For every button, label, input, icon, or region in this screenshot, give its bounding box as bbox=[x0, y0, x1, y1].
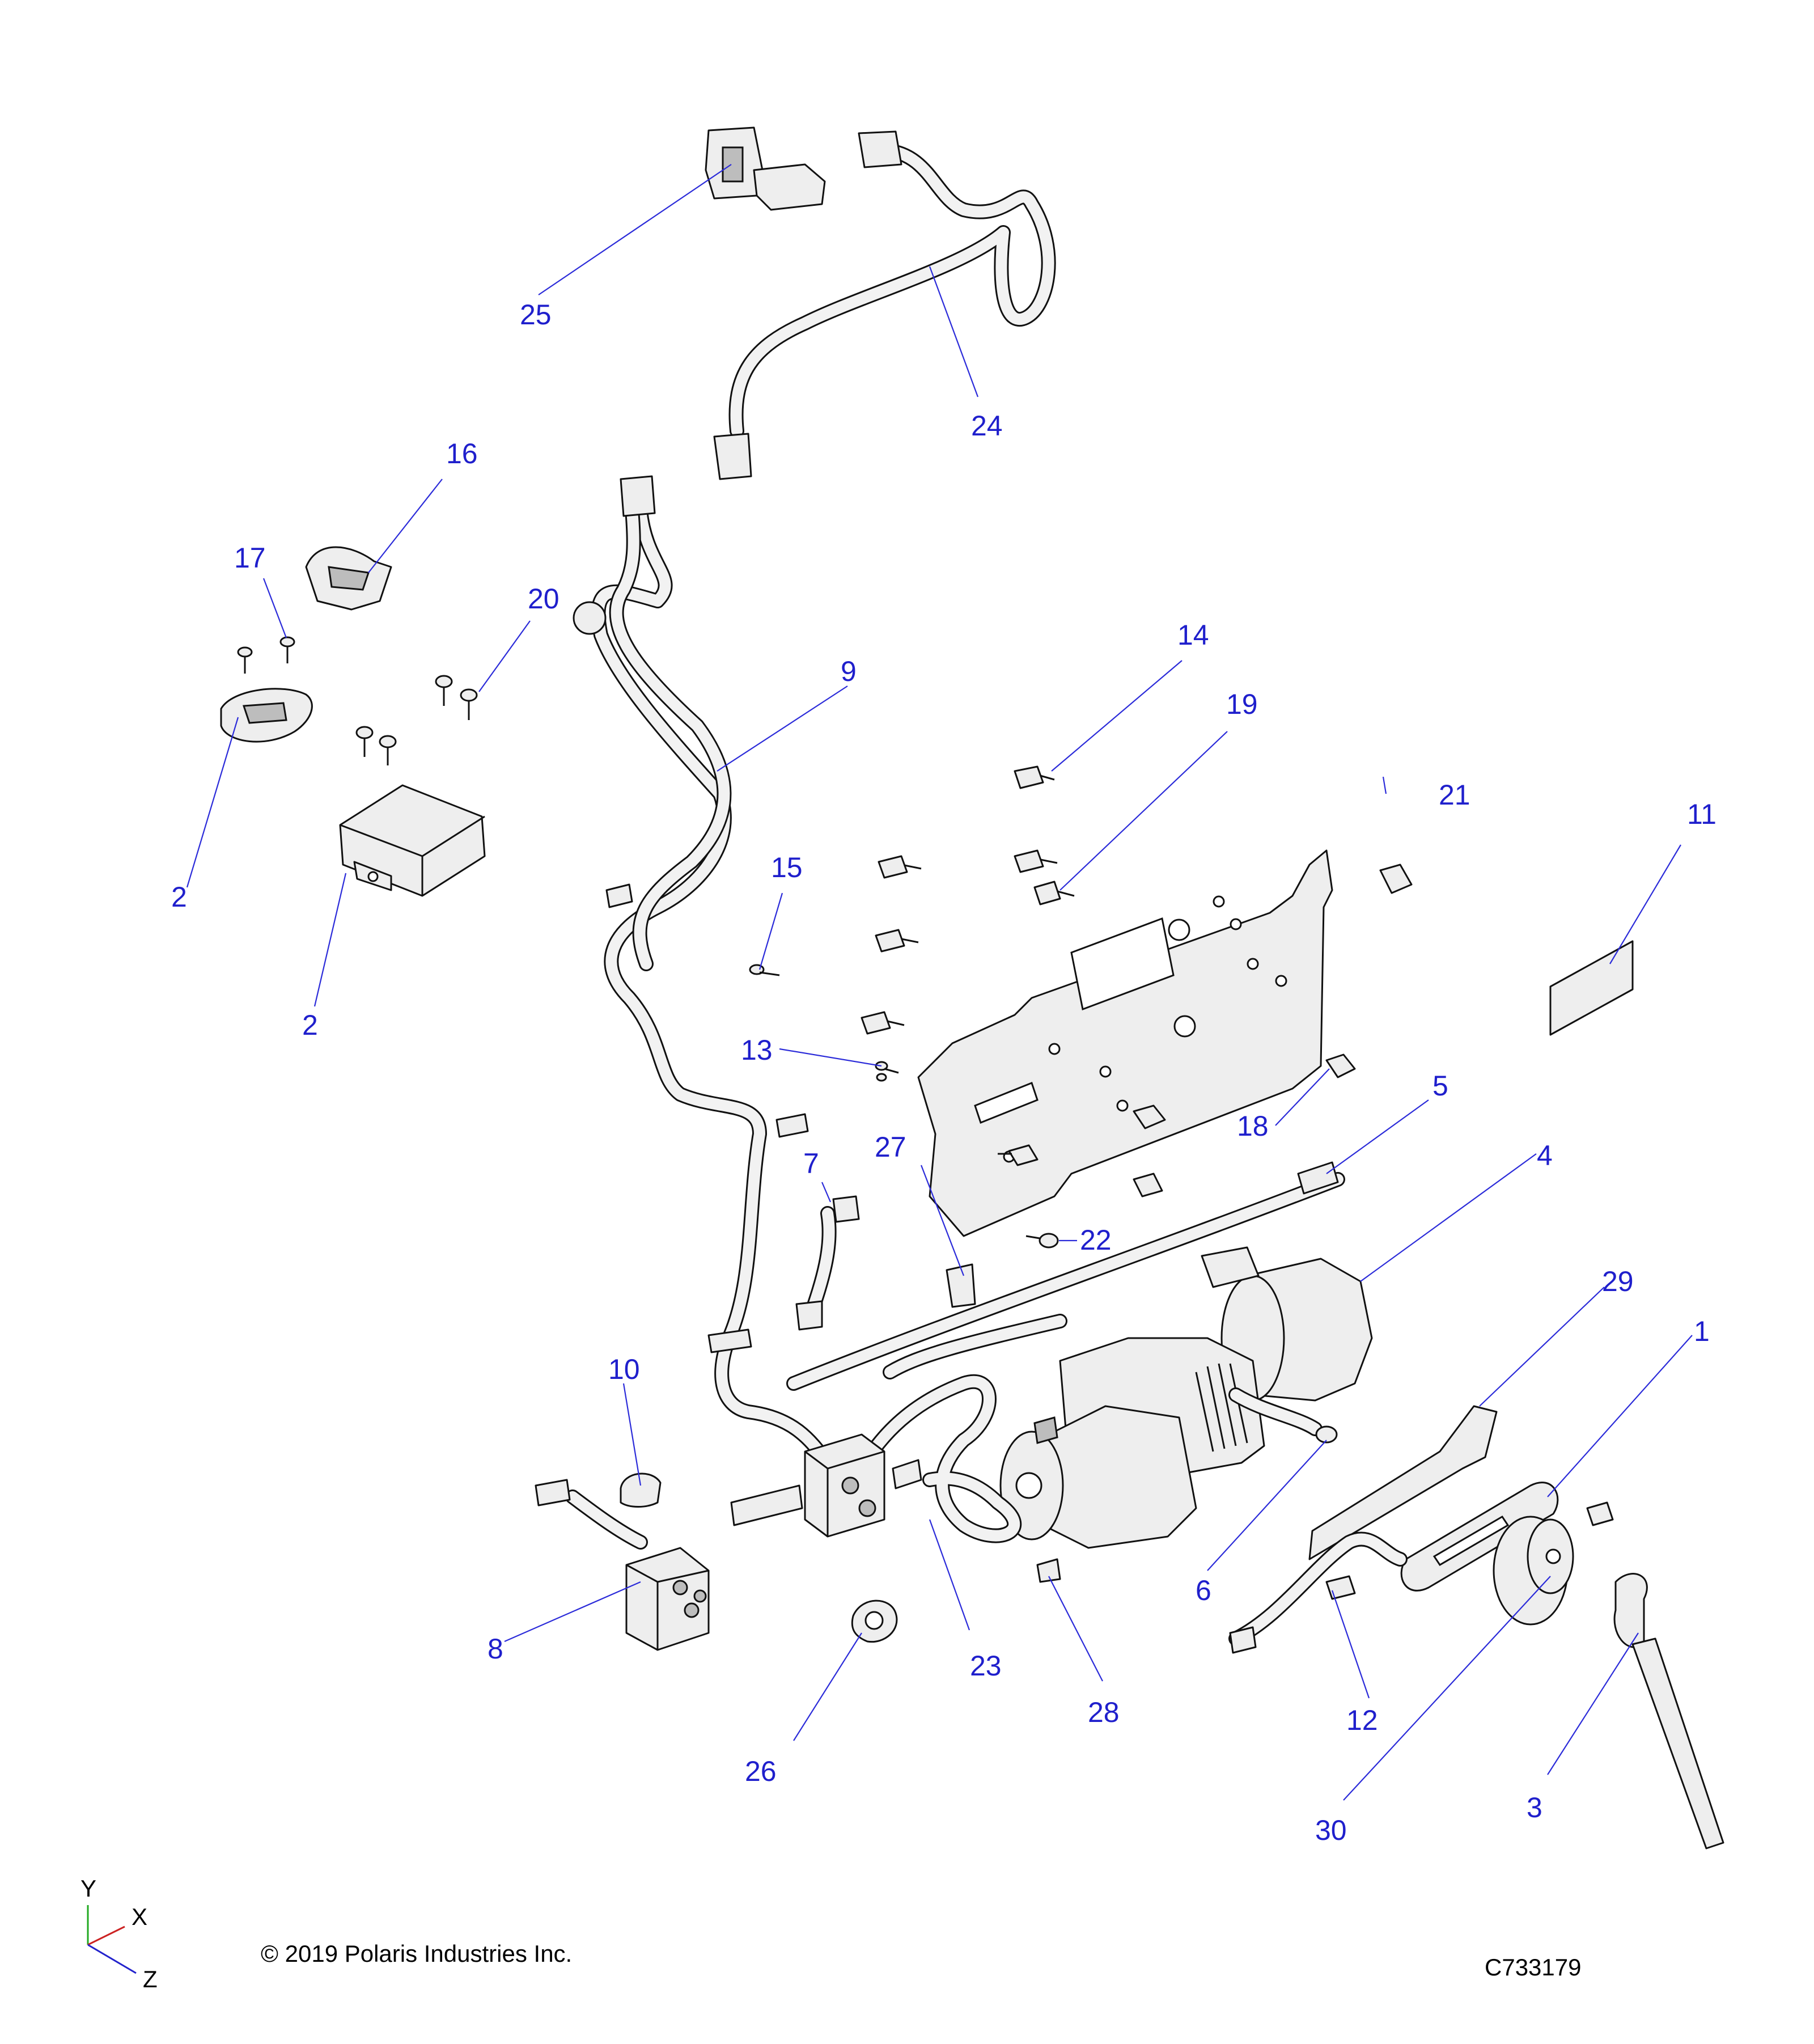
axis-y-label: Y bbox=[80, 1875, 96, 1902]
part-5-cable bbox=[786, 1161, 1345, 1391]
callout-11: 11 bbox=[1687, 798, 1716, 830]
part-6-lug bbox=[1228, 1387, 1338, 1444]
part-18-nuts bbox=[998, 1053, 1356, 1197]
part-14-19-bolts bbox=[861, 765, 1075, 1035]
callout-13: 13 bbox=[741, 1034, 773, 1066]
axis-triad: Y X Z bbox=[80, 1875, 158, 1992]
part-9-main-harness bbox=[573, 475, 835, 1470]
part-1-fairlead bbox=[1228, 1482, 1559, 1654]
axis-x-label: X bbox=[132, 1903, 147, 1930]
callout-22: 22 bbox=[1080, 1224, 1112, 1256]
callout-12: 12 bbox=[1346, 1704, 1378, 1736]
callout-2-lower: 2 bbox=[302, 1009, 318, 1041]
callout-30: 30 bbox=[1315, 1814, 1347, 1846]
callout-1: 1 bbox=[1694, 1315, 1710, 1347]
part-27-clip bbox=[946, 1263, 976, 1308]
part-8-contactor bbox=[535, 1479, 710, 1651]
callout-17: 17 bbox=[234, 542, 266, 574]
part-10-clamp bbox=[620, 1472, 662, 1508]
part-20-screws bbox=[355, 675, 478, 765]
part-7-boot bbox=[795, 1195, 860, 1331]
callout-24: 24 bbox=[971, 410, 1003, 442]
copyright-text: © 2019 Polaris Industries Inc. bbox=[261, 1940, 572, 1967]
callout-23: 23 bbox=[970, 1650, 1002, 1682]
callout-21: 21 bbox=[1439, 779, 1470, 811]
axis-z-label: Z bbox=[143, 1966, 158, 1992]
part-2-control-module bbox=[339, 784, 486, 897]
callout-14: 14 bbox=[1177, 619, 1209, 651]
callout-27: 27 bbox=[875, 1131, 906, 1163]
callout-16: 16 bbox=[446, 438, 478, 469]
part-24-harness bbox=[713, 130, 1056, 480]
callout-4: 4 bbox=[1537, 1140, 1553, 1171]
callout-2-upper: 2 bbox=[171, 881, 187, 913]
part-21-bolt bbox=[1379, 864, 1413, 894]
callout-10: 10 bbox=[608, 1353, 640, 1385]
part-28-clip bbox=[1036, 1558, 1061, 1583]
callout-20: 20 bbox=[528, 583, 560, 615]
callout-26: 26 bbox=[745, 1755, 777, 1787]
drawing-id: C733179 bbox=[1485, 1954, 1581, 1980]
callout-3: 3 bbox=[1527, 1792, 1542, 1823]
callout-29: 29 bbox=[1602, 1266, 1634, 1297]
part-3-hook-strap bbox=[1613, 1573, 1724, 1850]
part-30-roller bbox=[1493, 1516, 1574, 1626]
callout-28: 28 bbox=[1088, 1696, 1120, 1728]
callout-19: 19 bbox=[1226, 688, 1258, 720]
callout-9: 9 bbox=[841, 655, 857, 687]
callout-15: 15 bbox=[771, 852, 803, 883]
part-4-winch bbox=[999, 1246, 1373, 1549]
callout-labels: 25 24 16 17 20 9 14 19 21 11 2 2 15 13 1… bbox=[171, 299, 1716, 1846]
leader-lines bbox=[186, 164, 1693, 1801]
part-16-clip bbox=[305, 546, 392, 611]
callout-6: 6 bbox=[1196, 1575, 1211, 1606]
part-22-screw bbox=[1025, 1233, 1059, 1249]
winch-mount-plate bbox=[917, 849, 1333, 1237]
callout-7: 7 bbox=[803, 1148, 819, 1179]
part-11-decal bbox=[1549, 940, 1634, 1036]
callout-5: 5 bbox=[1432, 1070, 1448, 1102]
callout-25: 25 bbox=[520, 299, 552, 331]
callout-18: 18 bbox=[1237, 1110, 1269, 1142]
part-2-upper-base bbox=[220, 688, 313, 743]
callout-8: 8 bbox=[488, 1633, 503, 1665]
part-23-solenoid bbox=[730, 1314, 1067, 1543]
part-17-screws bbox=[237, 636, 295, 674]
part-26-clamp bbox=[851, 1599, 898, 1643]
part-25-connector bbox=[705, 126, 826, 211]
